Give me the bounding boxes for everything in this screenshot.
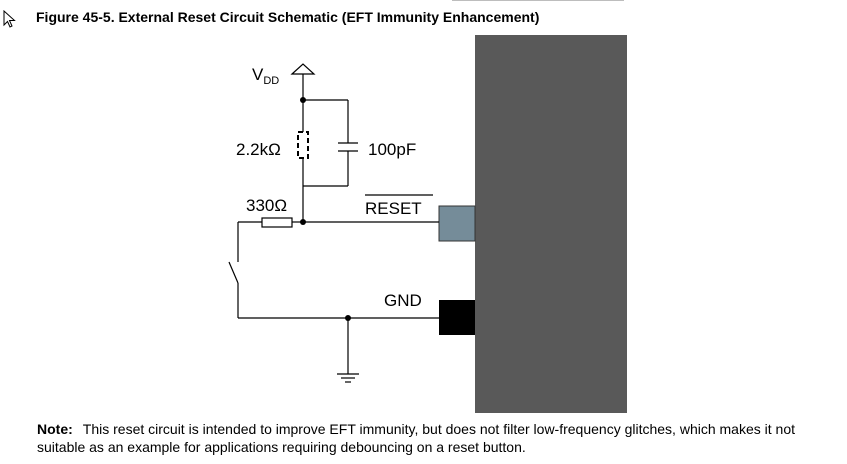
note-label: Note: — [37, 421, 73, 437]
reset-pin — [438, 205, 476, 242]
series-resistor — [261, 217, 293, 228]
junction-dot — [300, 97, 306, 103]
note-block: Note:This reset circuit is intended to i… — [37, 420, 827, 456]
vdd-label: VDD — [252, 65, 279, 87]
pullup-resistor — [297, 131, 309, 159]
vdd-arrow-icon — [290, 63, 316, 75]
series-resistor-label: 330Ω — [246, 196, 287, 215]
ground-symbol-icon — [337, 373, 359, 383]
junction-dot — [300, 219, 306, 225]
mcu-chip-body — [475, 35, 627, 413]
pullup-resistor-label: 2.2kΩ — [236, 140, 281, 159]
mouse-pointer-icon — [3, 10, 16, 28]
gnd-label: GND — [384, 291, 422, 310]
figure-title: Figure 45-5. External Reset Circuit Sche… — [36, 9, 540, 25]
reset-label: RESET — [365, 199, 422, 218]
top-divider — [452, 0, 624, 1]
note-text: This reset circuit is intended to improv… — [37, 421, 795, 455]
capacitor-label: 100pF — [368, 140, 416, 159]
reset-switch — [228, 261, 239, 284]
gnd-pin — [439, 300, 475, 335]
junction-dot — [345, 315, 351, 321]
